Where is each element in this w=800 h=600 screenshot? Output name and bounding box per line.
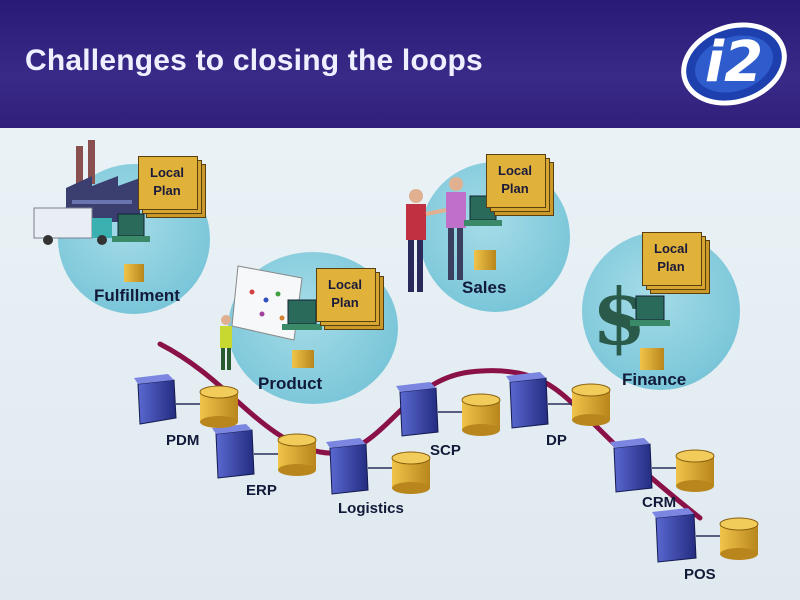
local-plan-label: Local Plan <box>328 277 362 310</box>
whiteboard-icon <box>231 265 303 341</box>
slide-header: Challenges to closing the loops i2 <box>0 0 800 128</box>
plan-sheet <box>486 154 546 208</box>
domain-label-finance: Finance <box>622 370 687 389</box>
plan-sheet <box>316 268 376 322</box>
plan-sheet <box>642 232 702 286</box>
domain-label-fulfillment: Fulfillment <box>94 286 180 305</box>
finance-local-plan: Local Plan <box>642 232 710 294</box>
computer-icon <box>112 213 150 242</box>
crm-database-icon <box>675 449 715 492</box>
i2-logo: i2 <box>678 12 790 112</box>
local-plan-label: Local Plan <box>498 163 532 196</box>
presenter-icon <box>220 315 232 370</box>
system-label-dp: DP <box>546 432 567 449</box>
dp-database-icon <box>571 383 611 426</box>
domain-label-product: Product <box>258 374 323 393</box>
pos-database-icon <box>719 517 759 560</box>
local-plan-label: Local Plan <box>150 165 184 198</box>
product-database-icon <box>292 350 314 368</box>
pdm-server-icon <box>134 374 177 425</box>
system-connectors <box>176 403 720 537</box>
system-label-erp: ERP <box>246 482 277 499</box>
erp-server-icon <box>212 424 255 479</box>
scp-database-icon <box>461 393 501 436</box>
local-plan-label: Local Plan <box>654 241 688 274</box>
erp-database-icon <box>277 433 317 476</box>
crm-server-icon <box>610 438 653 493</box>
fulfillment-local-plan: Local Plan <box>138 156 206 218</box>
truck-icon <box>33 207 112 245</box>
product-computer-icon <box>282 299 322 330</box>
system-label-crm: CRM <box>642 494 677 511</box>
domain-label-sales: Sales <box>462 278 507 297</box>
finance-computer-icon <box>630 295 670 326</box>
logo-text: i2 <box>704 30 764 95</box>
slide-title: Challenges to closing the loops <box>25 44 483 77</box>
system-label-pdm: PDM <box>166 432 200 449</box>
finance-database-icon <box>640 348 664 370</box>
logistics-database-icon <box>391 451 431 494</box>
logistics-server-icon <box>326 438 369 495</box>
scp-server-icon <box>396 382 439 437</box>
pdm-database-icon <box>199 385 239 428</box>
sales-local-plan: Local Plan <box>486 154 554 216</box>
system-label-logistics: Logistics <box>338 500 404 517</box>
sales-database-icon <box>474 250 496 270</box>
people-handshake-icon <box>406 177 466 292</box>
plan-sheet <box>138 156 198 210</box>
fulfillment-database-icon <box>124 264 144 282</box>
system-label-scp: SCP <box>430 442 461 459</box>
product-local-plan: Local Plan <box>316 268 384 330</box>
system-label-pos: POS <box>684 566 716 583</box>
dp-server-icon <box>506 372 549 429</box>
pos-server-icon <box>652 508 697 563</box>
loop-curve <box>157 341 703 521</box>
